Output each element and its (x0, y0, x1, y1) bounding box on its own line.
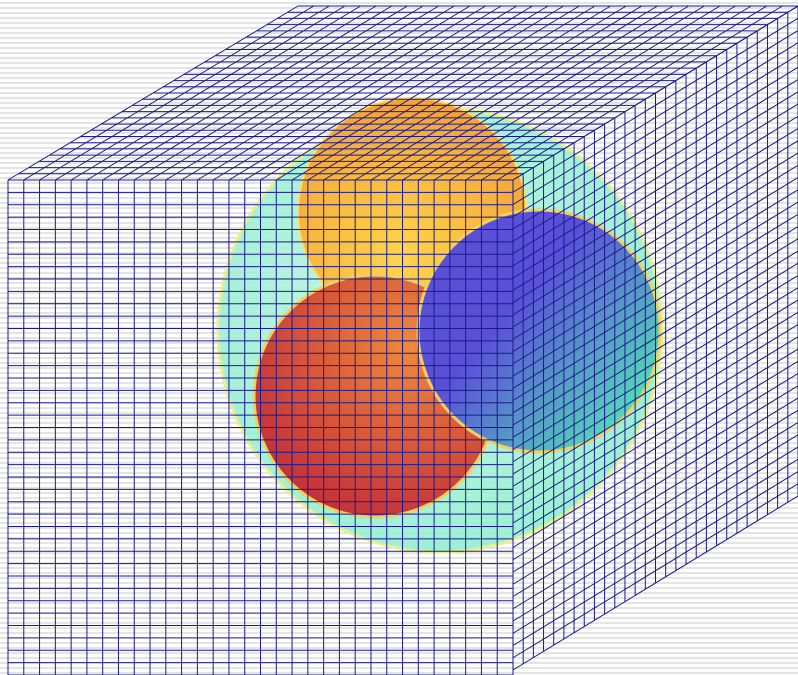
right-face-horizontal-line (512, 348, 798, 524)
right-face-horizontal-line (512, 434, 798, 610)
right-face-horizontal-line (512, 164, 798, 340)
right-face-horizontal-line (512, 397, 798, 573)
right-face-horizontal-line (512, 446, 798, 622)
right-face-horizontal-line (512, 5, 798, 181)
right-face-horizontal-line (512, 483, 798, 659)
right-face-horizontal-line (512, 177, 798, 352)
right-face-horizontal-line (512, 42, 798, 218)
right-face-horizontal-line (512, 471, 798, 646)
right-face-horizontal-line (512, 213, 798, 389)
right-face-horizontal-line (512, 373, 798, 548)
right-face-horizontal-line (512, 17, 798, 193)
right-face-horizontal-line (512, 91, 798, 267)
right-face-horizontal-line (512, 152, 798, 328)
right-face-horizontal-line (512, 458, 798, 634)
right-face-horizontal-line (512, 54, 798, 230)
right-face-horizontal-line (512, 422, 798, 597)
right-face-horizontal-line (512, 336, 798, 512)
right-face-horizontal-line (512, 385, 798, 561)
right-face-horizontal-line (512, 324, 798, 499)
right-face-horizontal-line (512, 66, 798, 242)
right-face-horizontal-line (512, 275, 798, 450)
right-face-horizontal-line (512, 226, 798, 401)
right-face-horizontal-line (512, 128, 798, 303)
right-face-horizontal-line (512, 299, 798, 475)
right-face-horizontal-line (512, 250, 798, 426)
right-face-horizontal-line (512, 103, 798, 279)
right-face-horizontal-line (512, 287, 798, 463)
right-face-horizontal-line (512, 140, 798, 316)
right-face-horizontal-line (512, 115, 798, 291)
right-face-horizontal-line (512, 79, 798, 254)
right-face-horizontal-line (512, 238, 798, 414)
cube-mesh (7, 5, 798, 675)
right-face-horizontal-line (512, 360, 798, 536)
right-face-horizontal-line (512, 262, 798, 438)
blue-sphere (416, 208, 662, 454)
right-face-horizontal-line (512, 201, 798, 377)
right-face-horizontal-line (512, 495, 798, 671)
right-face-horizontal-line (512, 189, 798, 365)
right-face-horizontal-line (512, 409, 798, 585)
right-face-horizontal-line (512, 30, 798, 205)
right-face-horizontal-line (512, 311, 798, 487)
